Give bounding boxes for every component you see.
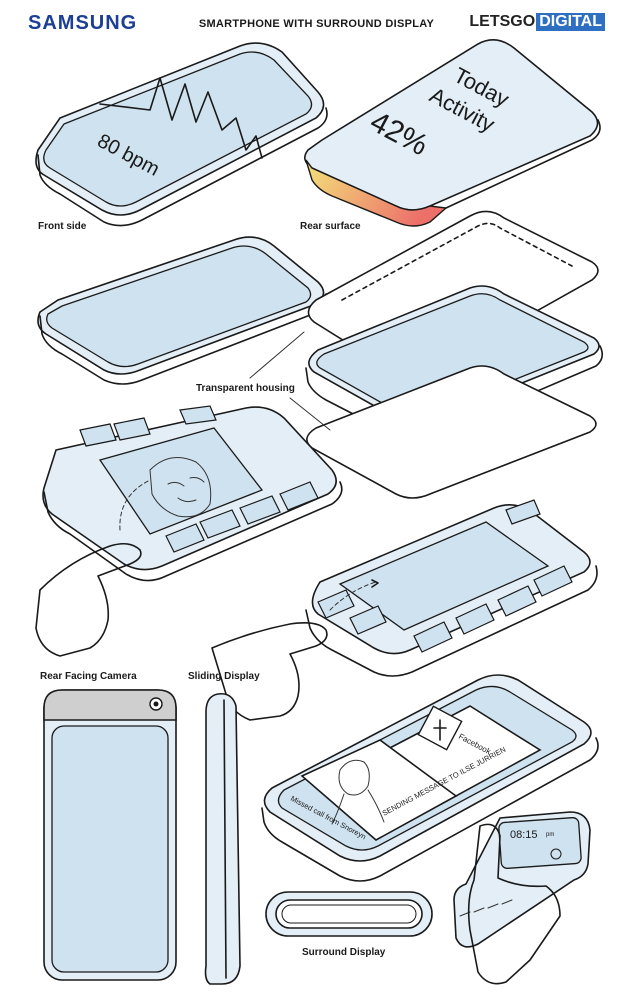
surround-message-phone: Facebook SENDING MESSAGE TO ILSE JURRIEN… xyxy=(261,674,599,882)
hand-holding-phone: 08:15 pm xyxy=(453,811,591,985)
brand-logo: SAMSUNG xyxy=(28,12,138,34)
slide-gesture-arrow xyxy=(119,479,151,531)
label-front-side: Front side xyxy=(38,221,87,232)
clock-suffix-text: pm xyxy=(546,832,554,838)
label-rear-surface: Rear surface xyxy=(300,221,361,232)
logo-left-text: LETSGO xyxy=(469,13,536,30)
transparent-housing-exploded xyxy=(249,210,604,499)
heartbeat-waveform xyxy=(99,77,263,159)
front-side-phone: 80 bpm xyxy=(35,42,328,227)
hand-right xyxy=(211,622,328,721)
label-rear-facing-camera: Rear Facing Camera xyxy=(40,671,137,682)
plain-phone xyxy=(37,236,328,385)
sliding-display-side-view xyxy=(204,692,241,985)
logo-right-text: DIGITAL xyxy=(536,13,605,31)
activity-edge-indicator xyxy=(305,159,448,227)
label-transparent-housing: Transparent housing xyxy=(196,383,295,394)
rear-surface-phone: Today Activity 42% xyxy=(304,39,601,227)
sliding-display-phone xyxy=(305,499,598,677)
sun-icon xyxy=(550,848,562,860)
label-surround-display: Surround Display xyxy=(302,947,386,958)
hand-left xyxy=(35,542,142,657)
letsgodigital-logo: LETSGO DIGITAL xyxy=(469,13,605,31)
page-title: SMARTPHONE WITH SURROUND DISPLAY xyxy=(198,18,435,30)
rear-camera-front-view xyxy=(43,689,177,981)
label-sliding-display: Sliding Display xyxy=(188,671,260,682)
surround-display-top-view xyxy=(265,891,433,937)
rear-camera-phone xyxy=(42,405,343,582)
clock-text: 08:15 xyxy=(510,829,538,841)
camera-strip xyxy=(43,689,177,721)
